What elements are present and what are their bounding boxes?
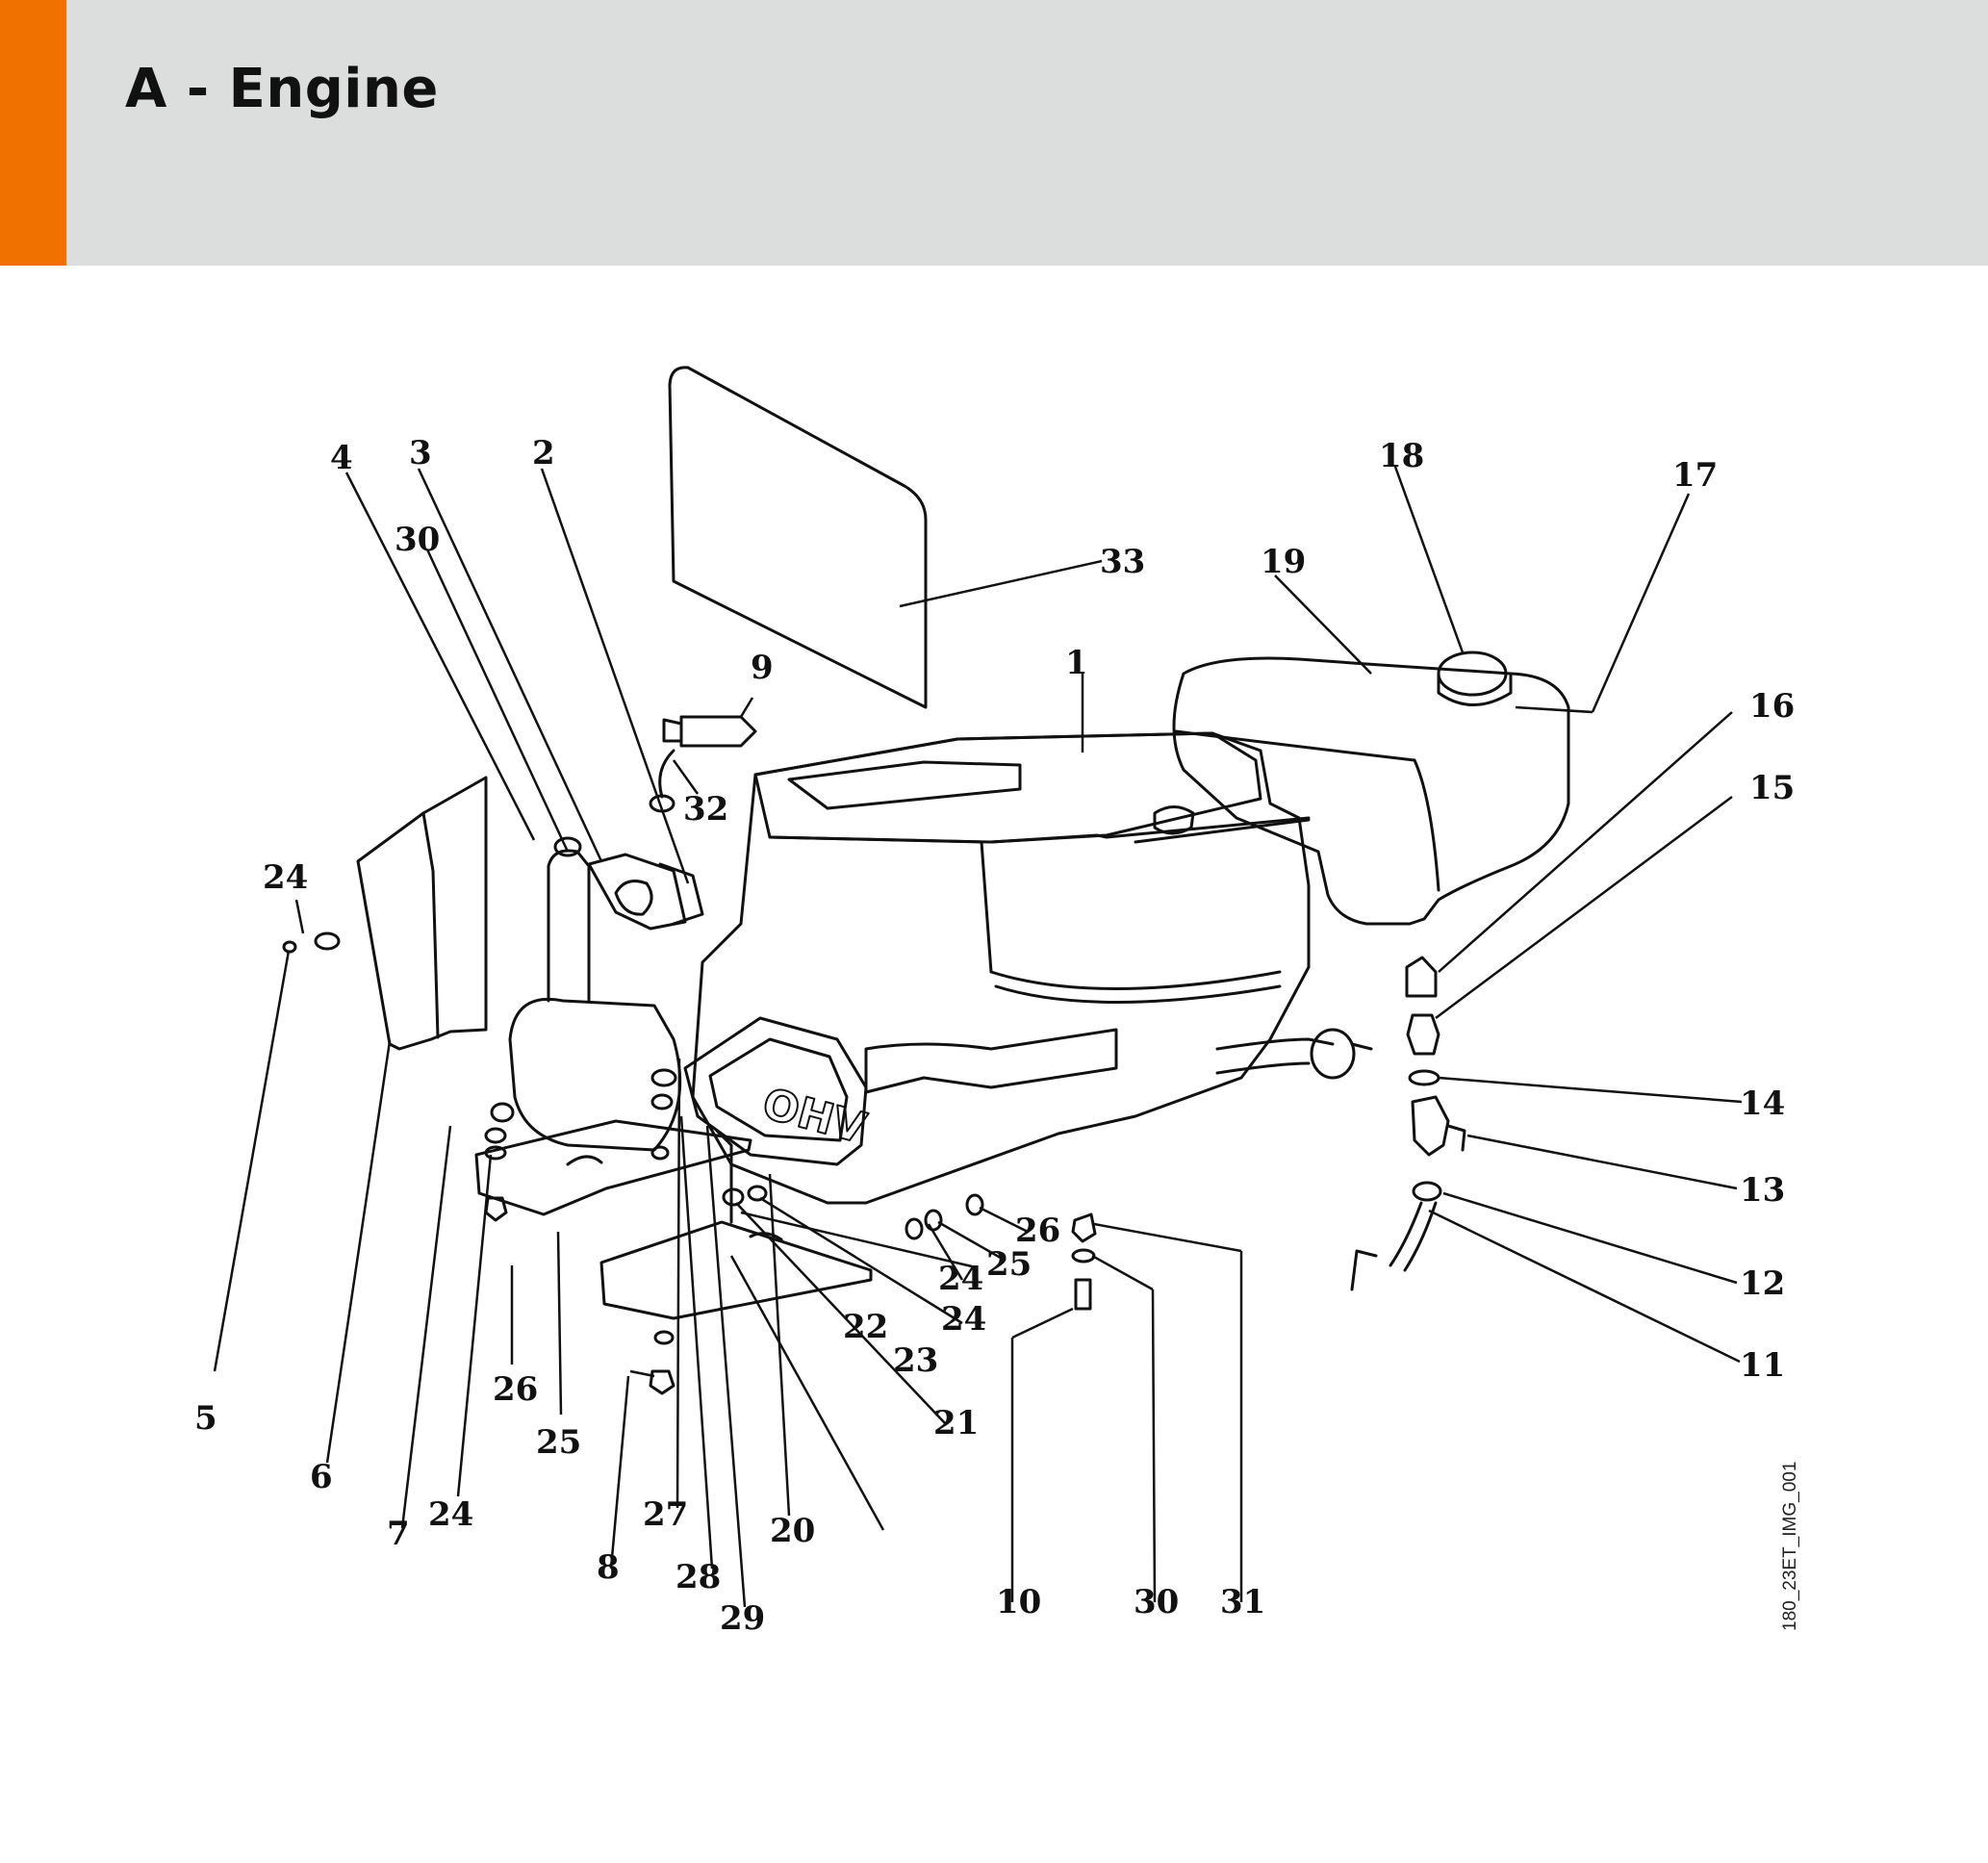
callout-10: 10 xyxy=(996,1583,1041,1621)
callout-28: 28 xyxy=(675,1558,721,1596)
callout-1: 1 xyxy=(1065,644,1088,682)
callout-24d: 24 xyxy=(941,1300,986,1339)
callout-19: 19 xyxy=(1261,543,1306,581)
callout-15: 15 xyxy=(1749,769,1795,807)
header-accent-bar xyxy=(0,0,66,266)
callout-30b: 30 xyxy=(1134,1583,1179,1621)
callout-22: 22 xyxy=(843,1308,888,1346)
callout-24c: 24 xyxy=(938,1260,983,1298)
callout-27: 27 xyxy=(643,1495,688,1534)
callout-11: 11 xyxy=(1740,1346,1785,1385)
image-id: 180_23ET_IMG_001 xyxy=(1780,1462,1800,1631)
callout-32: 32 xyxy=(683,790,728,829)
callout-12: 12 xyxy=(1740,1264,1785,1303)
callout-24b: 24 xyxy=(428,1495,473,1534)
callout-7: 7 xyxy=(387,1515,410,1553)
callout-4: 4 xyxy=(330,439,353,477)
callout-9: 9 xyxy=(751,649,774,687)
callout-13: 13 xyxy=(1740,1171,1785,1210)
callout-8: 8 xyxy=(597,1548,620,1587)
page-title: A - Engine xyxy=(125,58,439,120)
callout-26b: 26 xyxy=(1015,1212,1060,1250)
callout-31: 31 xyxy=(1220,1583,1265,1621)
callout-6: 6 xyxy=(310,1458,333,1496)
callout-3: 3 xyxy=(409,434,432,472)
callout-18: 18 xyxy=(1379,437,1424,475)
callout-2: 2 xyxy=(532,434,555,472)
callout-16: 16 xyxy=(1749,687,1795,726)
callout-29: 29 xyxy=(720,1599,765,1638)
callout-30a: 30 xyxy=(395,521,440,559)
callout-23: 23 xyxy=(893,1341,938,1380)
heat-shield xyxy=(356,776,488,1051)
svg-text:OHV: OHV xyxy=(757,1079,871,1153)
ohv-valve-cover xyxy=(683,1016,868,1166)
header-band xyxy=(66,0,1988,266)
lower-bracket-right xyxy=(599,1220,873,1320)
panel-shape xyxy=(668,366,928,709)
callout-26a: 26 xyxy=(493,1370,538,1409)
callout-14: 14 xyxy=(1740,1085,1785,1123)
callout-17: 17 xyxy=(1672,456,1718,495)
callout-25a: 25 xyxy=(536,1423,581,1462)
callout-20: 20 xyxy=(770,1512,815,1550)
callout-24a: 24 xyxy=(263,858,308,897)
callout-5: 5 xyxy=(194,1399,217,1438)
callout-25b: 25 xyxy=(986,1245,1032,1284)
fuel-tank xyxy=(1172,656,1570,926)
callout-21: 21 xyxy=(933,1404,979,1442)
callout-33: 33 xyxy=(1100,543,1145,581)
